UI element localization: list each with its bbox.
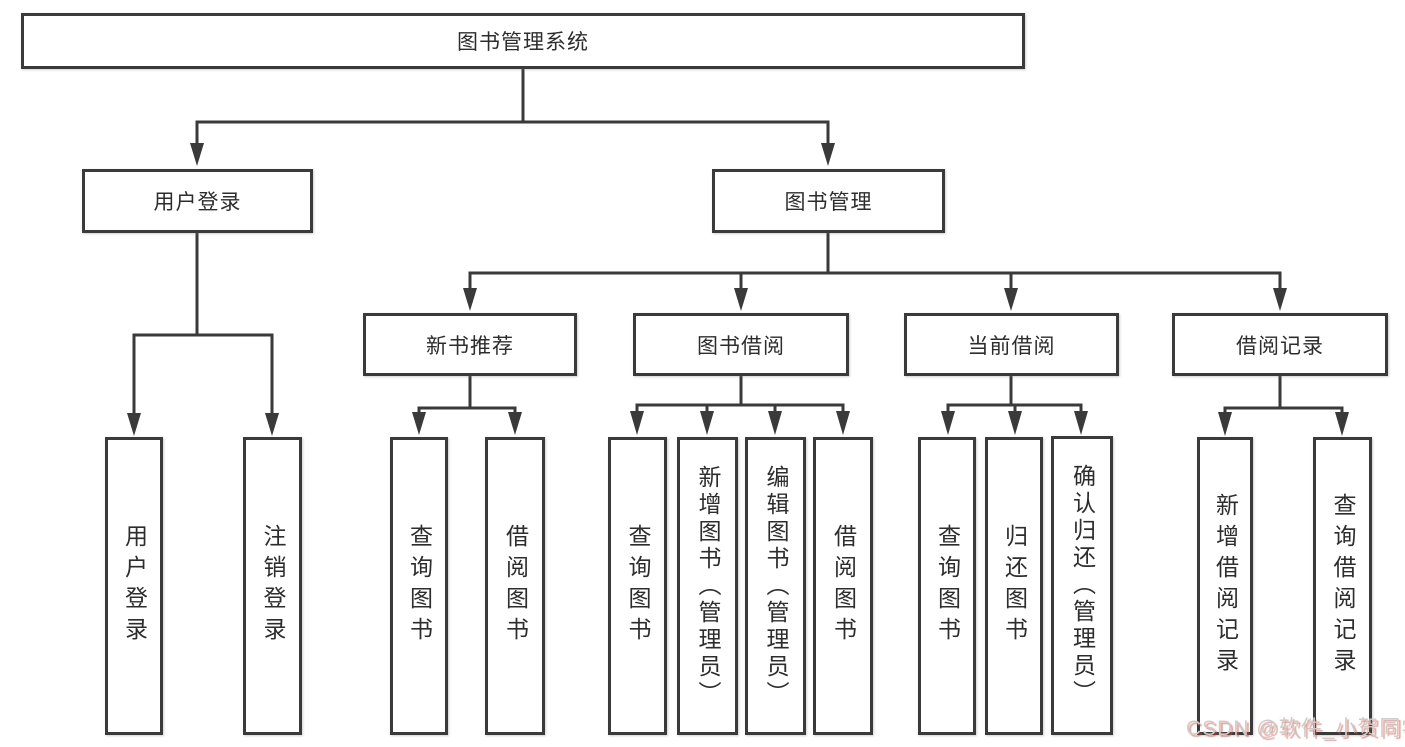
arrowhead: [1273, 288, 1287, 311]
arrowhead: [1004, 288, 1018, 311]
node-book-borrow: 图书借阅: [633, 313, 849, 376]
node-label: 借阅图书: [502, 524, 529, 648]
arrowhead: [1008, 411, 1022, 435]
node-leaf-logout: 注销登录: [243, 437, 302, 735]
arrowhead: [1218, 412, 1232, 436]
node-root: 图书管理系统: [21, 13, 1025, 69]
node-label: 图书借阅: [697, 334, 785, 358]
node-new-book-recommend: 新书推荐: [363, 313, 577, 376]
node-current-borrow: 当前借阅: [904, 313, 1119, 376]
node-label: 新增图书（管理员）: [695, 464, 721, 708]
arrowhead: [836, 411, 850, 435]
arrowhead: [190, 143, 204, 166]
node-leaf-bb-borrow-books: 借阅图书: [813, 437, 873, 735]
arrowhead: [734, 288, 748, 311]
node-label: 当前借阅: [967, 334, 1056, 358]
arrowhead: [508, 412, 522, 435]
node-leaf-br-query-record: 查询借阅记录: [1313, 437, 1372, 735]
node-label: 借阅图书: [830, 524, 857, 648]
arrowhead: [941, 411, 955, 435]
arrowhead: [1074, 411, 1088, 435]
node-leaf-bb-add-books-admin: 新增图书（管理员）: [677, 437, 738, 735]
arrowhead: [412, 412, 426, 435]
node-borrow-records: 借阅记录: [1172, 313, 1388, 376]
node-leaf-cb-return-books: 归还图书: [985, 437, 1043, 735]
node-leaf-nb-query-books: 查询图书: [390, 437, 448, 735]
node-label: 借阅记录: [1236, 334, 1324, 358]
node-label: 查询图书: [625, 524, 651, 648]
arrowhead: [821, 143, 835, 166]
node-label: 查询图书: [406, 524, 433, 648]
node-label: 编辑图书（管理员）: [763, 464, 789, 708]
node-book-management: 图书管理: [712, 169, 945, 233]
arrowhead: [768, 411, 782, 435]
node-leaf-cb-query-books: 查询图书: [918, 437, 976, 735]
node-leaf-cb-confirm-return-admin: 确认归还（管理员）: [1051, 436, 1113, 735]
node-label: 用户登录: [153, 191, 242, 214]
node-leaf-br-add-record: 新增借阅记录: [1197, 437, 1253, 735]
node-label: 注销登录: [260, 524, 286, 648]
node-label: 新增借阅记录: [1212, 493, 1239, 679]
node-label: 图书管理系统: [457, 31, 589, 54]
node-user-login: 用户登录: [82, 169, 313, 233]
csdn-watermark: CSDN @软件_小贺同学: [1186, 717, 1405, 740]
node-label: 用户登录: [121, 524, 148, 648]
arrowhead: [265, 413, 279, 436]
node-leaf-bb-query-books: 查询图书: [608, 437, 667, 735]
arrowhead: [127, 413, 141, 436]
node-leaf-user-login: 用户登录: [105, 437, 163, 735]
node-label: 查询借阅记录: [1330, 493, 1356, 679]
node-label: 查询图书: [934, 524, 961, 648]
arrowhead: [700, 411, 714, 435]
arrowhead: [1335, 412, 1349, 436]
node-label: 归还图书: [1001, 524, 1028, 648]
arrowhead: [630, 411, 644, 435]
node-leaf-nb-borrow-books: 借阅图书: [485, 437, 545, 735]
node-label: 图书管理: [784, 191, 873, 214]
arrowhead: [463, 288, 477, 311]
node-label: 新书推荐: [426, 334, 514, 358]
node-label: 确认归还（管理员）: [1069, 464, 1096, 707]
node-leaf-bb-edit-books-admin: 编辑图书（管理员）: [745, 437, 806, 735]
